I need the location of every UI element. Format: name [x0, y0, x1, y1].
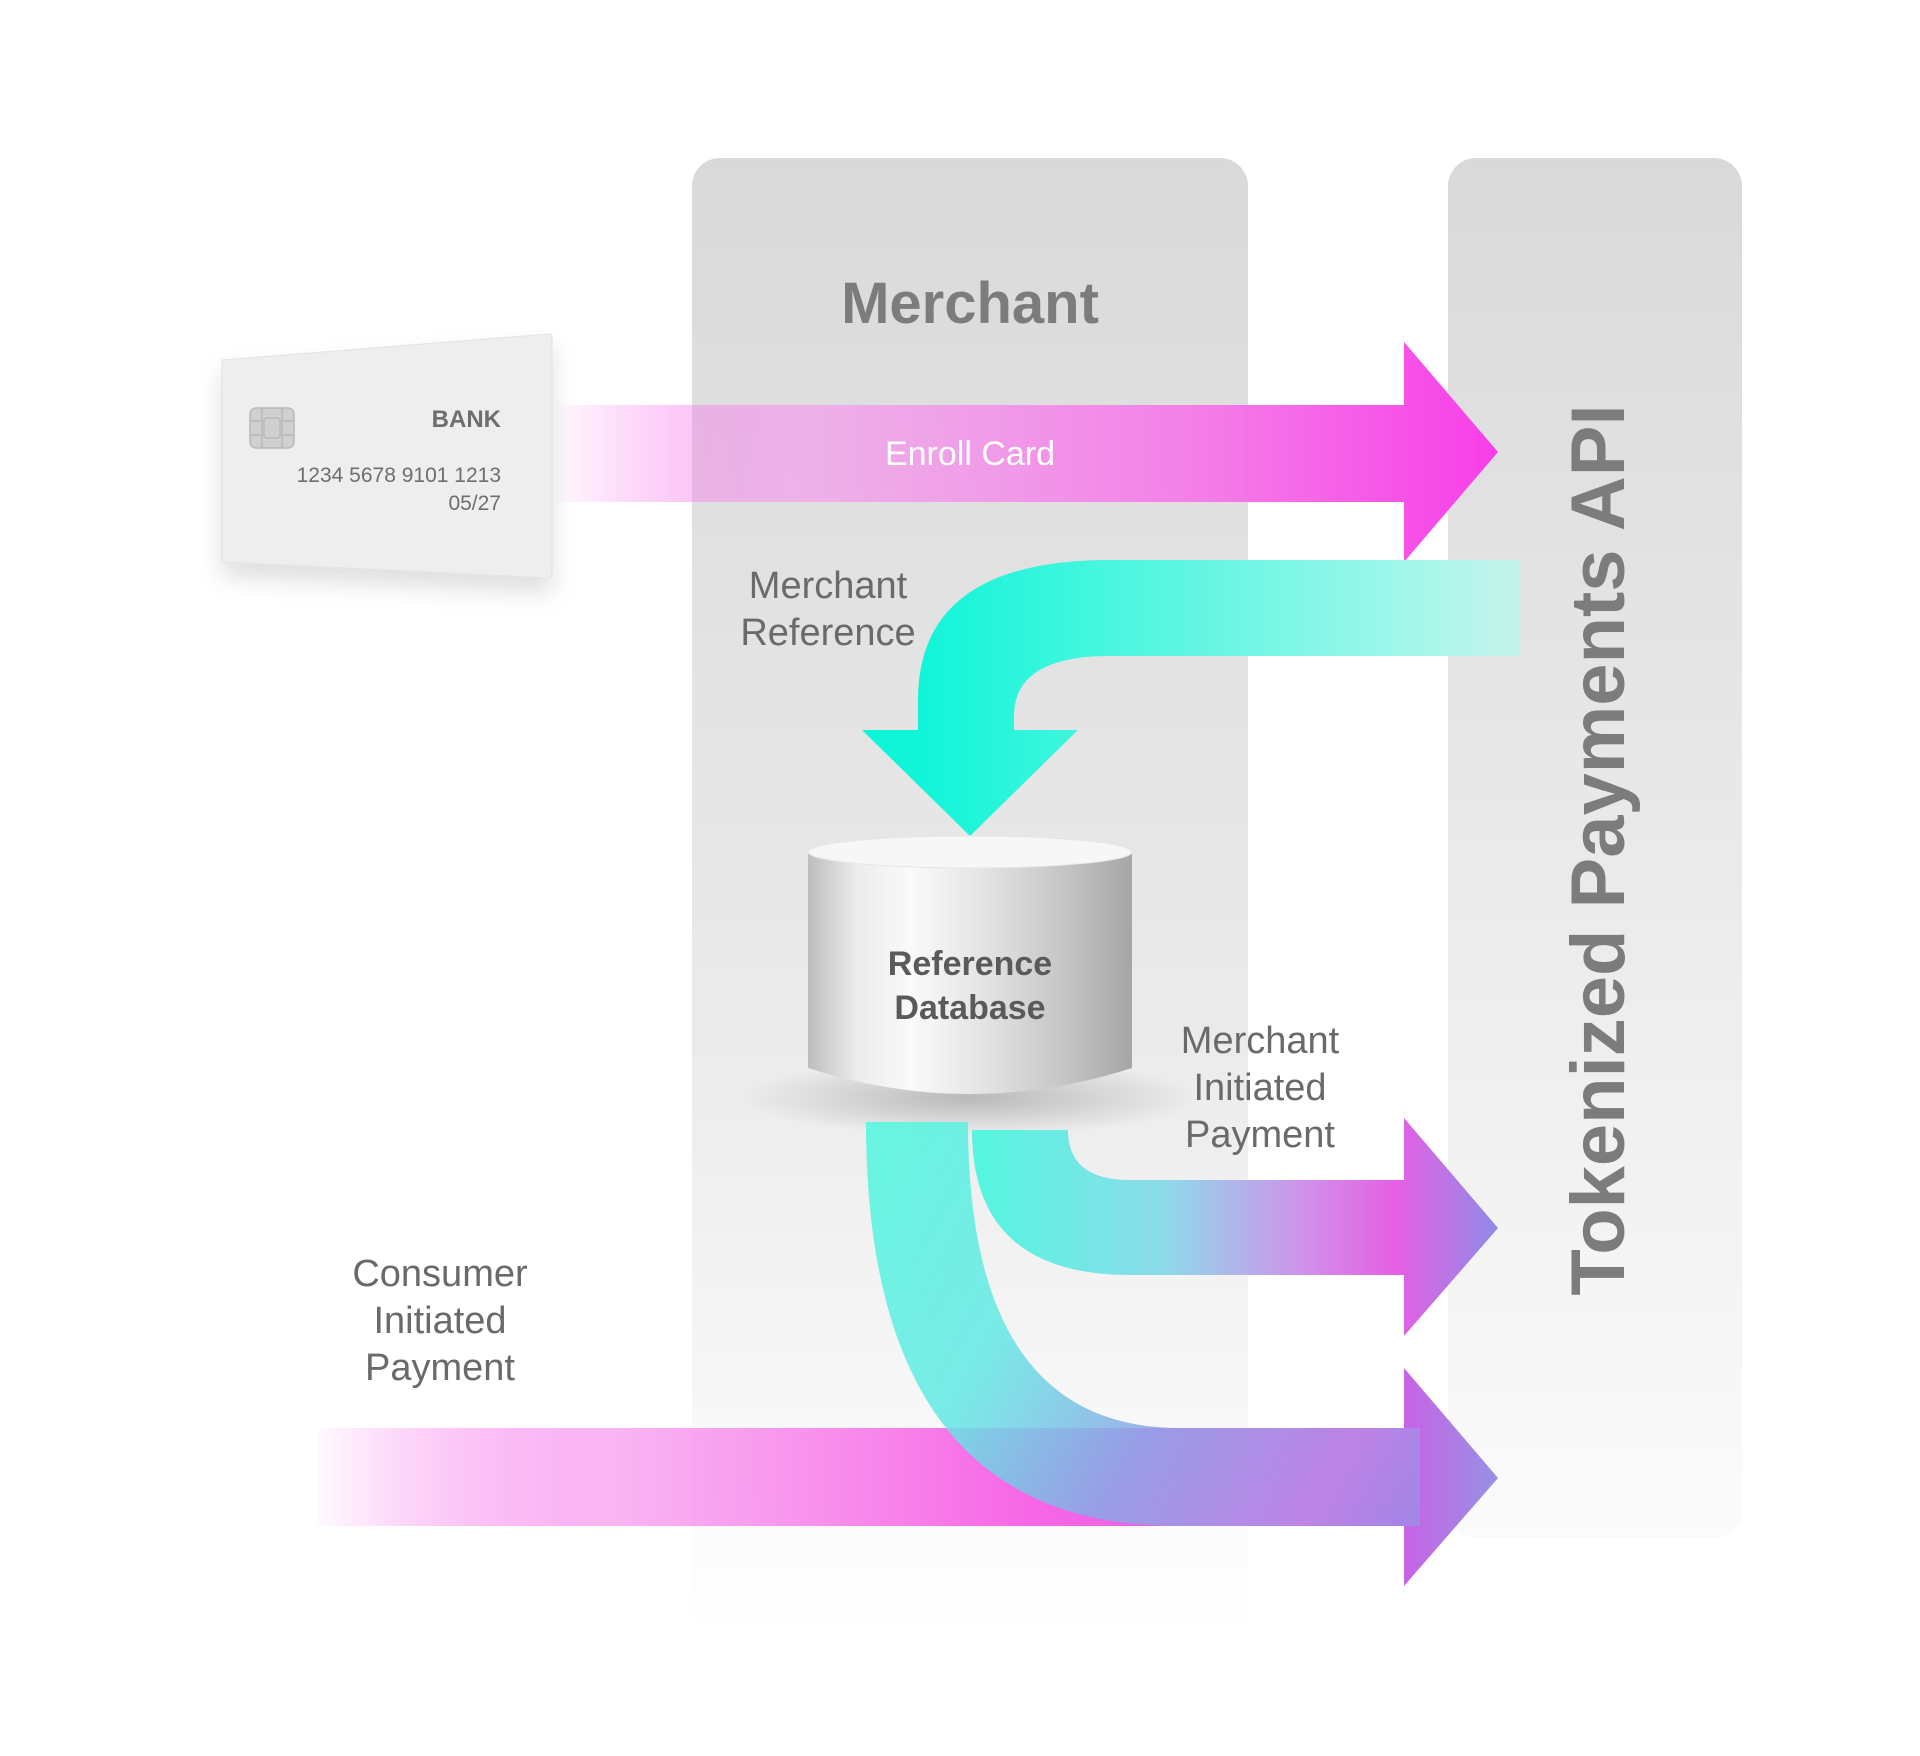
enroll-card-arrow	[556, 342, 1498, 562]
merchant-reference-arrow	[862, 560, 1520, 836]
database-label-line-1: Reference	[888, 945, 1052, 983]
chip-icon	[249, 407, 295, 449]
consumer-initiated-line-2: Initiated	[373, 1300, 506, 1342]
consumer-initiated-line-1: Consumer	[352, 1253, 528, 1295]
consumer-initiated-label: Consumer Initiated Payment	[352, 1253, 528, 1389]
database-to-consumer-arrow	[866, 1122, 1420, 1527]
merchant-initiated-label: Merchant Initiated Payment	[1181, 1020, 1340, 1156]
merchant-reference-line-1: Merchant	[749, 565, 908, 607]
enroll-card-label: Enroll Card	[885, 435, 1055, 473]
database-icon	[807, 835, 1133, 1094]
merchant-title: Merchant	[841, 271, 1099, 336]
card-bank: BANK	[432, 406, 502, 433]
merchant-initiated-arrow	[972, 1118, 1498, 1336]
credit-card: BANK 1234 5678 9101 1213 05/27	[221, 333, 553, 579]
consumer-initiated-line-3: Payment	[365, 1347, 515, 1389]
merchant-reference-line-2: Reference	[740, 612, 915, 654]
consumer-initiated-arrow	[318, 1368, 1498, 1586]
merchant-initiated-line-2: Initiated	[1193, 1067, 1326, 1109]
card-number: 1234 5678 9101 1213	[297, 464, 501, 487]
card-expiry: 05/27	[448, 492, 501, 515]
merchant-reference-label: Merchant Reference	[740, 565, 915, 654]
merchant-initiated-line-1: Merchant	[1181, 1020, 1340, 1062]
api-title: Tokenized Payments API	[1556, 404, 1641, 1295]
database-label-line-2: Database	[894, 989, 1045, 1027]
merchant-initiated-line-3: Payment	[1185, 1114, 1335, 1156]
api-column	[1448, 158, 1742, 1538]
